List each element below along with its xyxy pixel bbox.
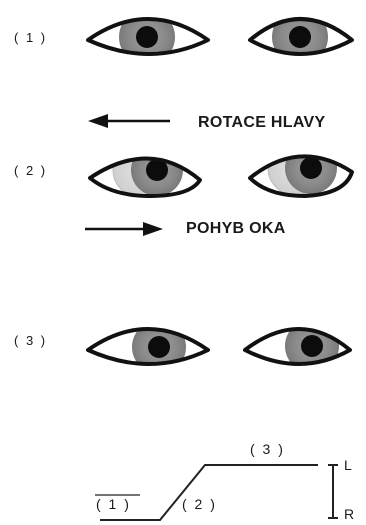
graph-segment-label-2: ( 2 ) (182, 496, 217, 512)
right-arrow-icon (85, 222, 163, 236)
graph-segment-label-3: ( 3 ) (250, 441, 285, 457)
row3-left-eye (88, 320, 208, 374)
row1-left-eye (88, 9, 208, 65)
graph-segment-label-1: ( 1 ) (96, 496, 131, 512)
axis-label-left: L (344, 457, 354, 473)
pupil-icon (136, 26, 158, 48)
row2-left-eye (90, 143, 200, 197)
row1-right-eye (250, 9, 352, 65)
axis-label-right: R (344, 506, 356, 522)
left-arrow-icon (88, 114, 170, 128)
row2-right-eye (250, 141, 352, 196)
row3-right-eye (245, 319, 350, 373)
lr-scale (328, 465, 338, 518)
